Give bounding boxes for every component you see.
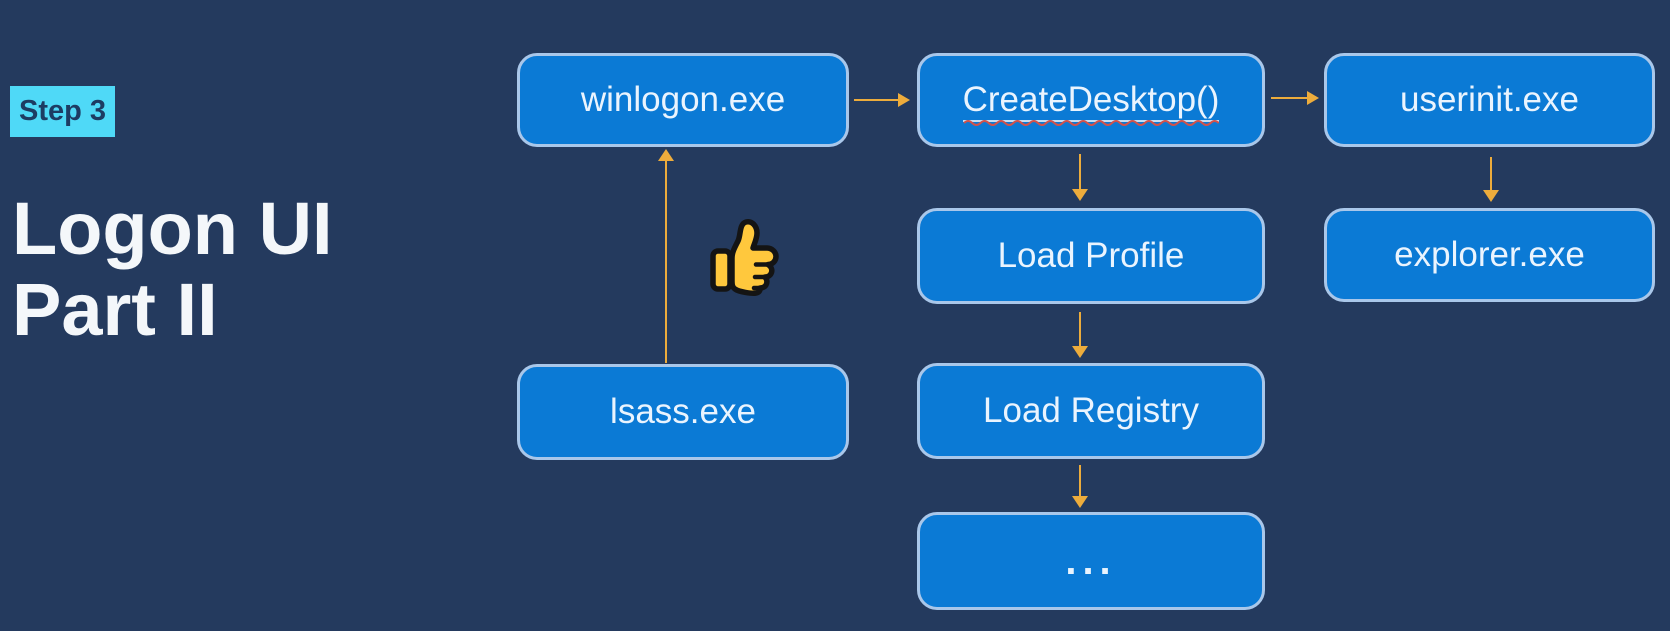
arrow-createdesktop-to-load-profile <box>1072 154 1088 201</box>
arrow-load-profile-to-load-registry <box>1072 312 1088 358</box>
arrowhead-down-icon <box>1072 189 1088 201</box>
node-explorer-label: explorer.exe <box>1394 235 1585 274</box>
node-load-registry: Load Registry <box>917 363 1265 459</box>
thumbs-up-icon <box>710 219 779 296</box>
arrow-load-registry-to-more <box>1072 465 1088 508</box>
node-userinit: userinit.exe <box>1324 53 1655 147</box>
node-explorer: explorer.exe <box>1324 208 1655 302</box>
arrowhead-down-icon <box>1483 190 1499 202</box>
arrow-userinit-to-explorer <box>1483 157 1499 202</box>
node-load-profile-label: Load Profile <box>997 236 1185 275</box>
arrow-shaft <box>1079 465 1081 498</box>
node-more-label: ... <box>1065 538 1117 583</box>
node-more: ... <box>917 512 1265 610</box>
arrow-shaft <box>665 159 667 363</box>
node-load-registry-label: Load Registry <box>983 391 1199 430</box>
arrow-lsass-to-winlogon <box>658 149 674 363</box>
arrow-createdesktop-to-userinit <box>1271 91 1319 105</box>
arrow-shaft <box>1079 154 1081 191</box>
arrowhead-up-icon <box>658 149 674 161</box>
step-badge: Step 3 <box>10 86 115 137</box>
arrow-shaft <box>1271 97 1309 99</box>
node-winlogon-label: winlogon.exe <box>580 80 786 119</box>
node-userinit-label: userinit.exe <box>1400 80 1579 119</box>
node-lsass: lsass.exe <box>517 364 849 460</box>
arrowhead-down-icon <box>1072 346 1088 358</box>
arrowhead-down-icon <box>1072 496 1088 508</box>
node-lsass-label: lsass.exe <box>610 392 756 431</box>
node-load-profile: Load Profile <box>917 208 1265 304</box>
title-line-2: Part II <box>12 268 218 351</box>
node-winlogon: winlogon.exe <box>517 53 849 147</box>
arrow-shaft <box>854 99 900 101</box>
arrowhead-right-icon <box>1307 91 1319 105</box>
arrow-shaft <box>1490 157 1492 192</box>
spellcheck-squiggle-icon <box>962 120 1220 126</box>
node-createdesktop: CreateDesktop() <box>917 53 1265 147</box>
arrowhead-right-icon <box>898 93 910 107</box>
arrow-winlogon-to-createdesktop <box>854 93 910 107</box>
title-line-1: Logon UI <box>12 187 333 270</box>
node-createdesktop-label: CreateDesktop() <box>962 80 1220 122</box>
arrow-shaft <box>1079 312 1081 348</box>
